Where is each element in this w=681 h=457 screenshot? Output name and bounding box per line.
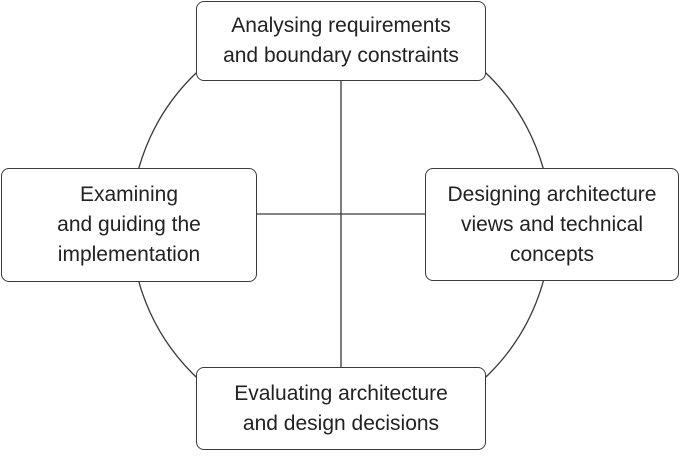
node-designing-architecture: Designing architecture views and technic… (425, 168, 679, 281)
node-evaluating-decisions: Evaluating architecture and design decis… (196, 367, 486, 450)
node-analysing-requirements: Analysing requirements and boundary cons… (196, 1, 486, 81)
node-examining-implementation: Examining and guiding the implementation (1, 168, 257, 282)
